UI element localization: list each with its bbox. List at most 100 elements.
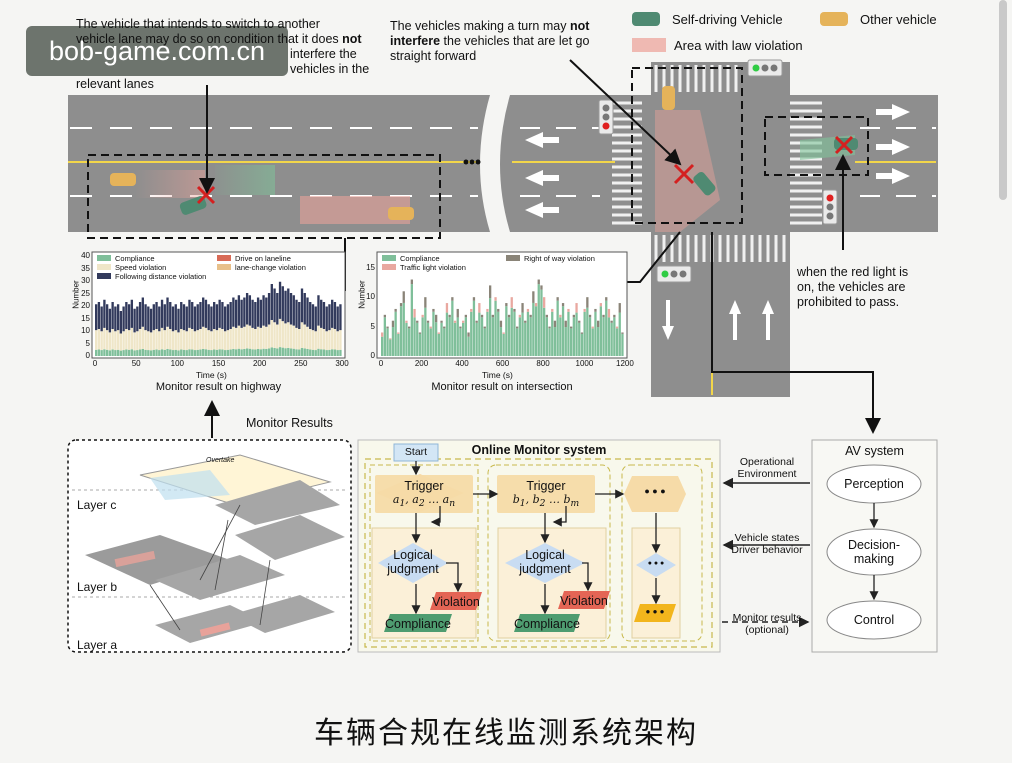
highway-bar-following bbox=[125, 302, 128, 329]
intersection-bar-compliance bbox=[464, 317, 467, 356]
intersection-bar-compliance bbox=[472, 300, 476, 356]
intersection-xtick: 1200 bbox=[616, 359, 634, 368]
legend-self-driving-swatch bbox=[632, 12, 660, 26]
intersection-bar-compliance bbox=[467, 336, 470, 356]
intersection-bar-violation bbox=[489, 285, 492, 299]
highway-bar-compliance bbox=[155, 349, 158, 356]
intersection-bar-violation bbox=[507, 314, 511, 318]
intersection-bar-violation bbox=[534, 303, 538, 307]
intersection-bar-violation bbox=[410, 279, 413, 285]
intersection-bar-compliance bbox=[580, 333, 584, 356]
highway-bar-speed bbox=[256, 326, 260, 349]
highway-bar-compliance bbox=[116, 349, 120, 356]
highway-bar-speed bbox=[226, 330, 230, 350]
highway-bar-speed bbox=[245, 324, 249, 349]
online-monitor-box bbox=[357, 439, 721, 653]
highway-bar-compliance bbox=[245, 348, 249, 356]
highway-bar-compliance bbox=[166, 348, 169, 356]
intersection-bar-violation bbox=[467, 332, 470, 337]
highway-bar-speed bbox=[116, 330, 120, 350]
highway-bar-compliance bbox=[125, 349, 128, 356]
judgment-ellipsis: ● ● ● bbox=[647, 560, 665, 567]
highway-bar-following bbox=[169, 302, 172, 329]
highway-bar-compliance bbox=[298, 349, 301, 356]
highway-bar-speed bbox=[265, 326, 268, 349]
highway-bar-compliance bbox=[133, 350, 136, 356]
intersection-bar-violation bbox=[602, 314, 605, 318]
highway-bar-speed bbox=[188, 327, 191, 350]
layer-panel bbox=[67, 439, 352, 653]
highway-bar-following bbox=[215, 304, 219, 331]
highway-bar-compliance bbox=[218, 349, 221, 356]
intersection-bar-violation bbox=[505, 303, 508, 307]
intersection-bar-violation bbox=[605, 297, 608, 301]
intersection-bar-violation bbox=[453, 320, 457, 323]
highway-bar-following bbox=[306, 297, 309, 327]
highway-bar-compliance bbox=[331, 349, 334, 356]
intersection-bar-compliance bbox=[615, 328, 619, 356]
highway-bar-compliance bbox=[300, 347, 304, 356]
highway-bar-following bbox=[174, 304, 177, 331]
intersection-xtick: 1000 bbox=[575, 359, 594, 368]
intersection-bar-compliance bbox=[410, 284, 413, 356]
highway-bar-compliance bbox=[309, 349, 312, 356]
intersection-bar-violation bbox=[567, 308, 570, 312]
highway-bar-speed bbox=[331, 327, 334, 350]
highway-bar-following bbox=[122, 306, 125, 332]
highway-bar-compliance bbox=[202, 348, 205, 356]
highway-bar-compliance bbox=[158, 350, 161, 356]
highway-bars bbox=[95, 281, 342, 356]
intersection-bar-violation bbox=[502, 332, 505, 334]
highway-bar-compliance bbox=[207, 349, 210, 356]
highway-bar-speed bbox=[339, 330, 342, 350]
highway-bar-compliance bbox=[292, 348, 295, 356]
highway-bar-speed bbox=[202, 326, 205, 349]
highway-bar-following bbox=[262, 295, 265, 326]
intersection-bar-compliance bbox=[532, 302, 535, 356]
highway-bar-following bbox=[311, 304, 315, 331]
intersection-bar-compliance bbox=[399, 306, 403, 356]
highway-bar-speed bbox=[191, 329, 194, 350]
highway-bar-speed bbox=[281, 321, 284, 348]
highway-bar-compliance bbox=[284, 348, 287, 356]
highway-bar-following bbox=[328, 304, 331, 331]
note-line: vehicle lane may do so on condition that… bbox=[76, 32, 339, 46]
highway-bar-compliance bbox=[267, 348, 271, 356]
decision-making-node: Decision-making bbox=[847, 538, 901, 566]
highway-bar-following bbox=[136, 306, 139, 332]
highway-bar-following bbox=[300, 288, 304, 323]
highway-bar-compliance bbox=[204, 349, 208, 356]
highway-bar-following bbox=[114, 306, 117, 332]
highway-bar-speed bbox=[152, 330, 155, 350]
intersection-bar-compliance bbox=[502, 333, 505, 356]
note-emphasis: not bbox=[569, 19, 590, 33]
lane-arrows bbox=[525, 104, 910, 340]
intersection-bar-compliance bbox=[534, 306, 538, 356]
intersection-bar-violation bbox=[621, 332, 624, 334]
highway-bar-following bbox=[155, 302, 158, 329]
highway-bar-following bbox=[103, 299, 106, 328]
intersection-bar-violation bbox=[564, 320, 567, 328]
highway-bar-compliance bbox=[171, 350, 175, 356]
highway-bar-compliance bbox=[314, 350, 317, 356]
intersection-bar-violation bbox=[583, 308, 586, 312]
highway-ytick: 35 bbox=[81, 263, 90, 273]
highway-ytick: 20 bbox=[81, 301, 90, 310]
highway-bar-speed bbox=[300, 322, 304, 348]
other-vehicle-icon bbox=[388, 207, 414, 220]
highway-bar-speed bbox=[248, 325, 252, 349]
highway-bar-following bbox=[111, 302, 114, 329]
highway-bar-following bbox=[287, 288, 290, 323]
highway-bar-speed bbox=[182, 330, 186, 350]
intersection-bar-violation bbox=[426, 320, 430, 323]
scrollbar[interactable] bbox=[999, 0, 1007, 200]
intersection-bar-compliance bbox=[491, 317, 494, 356]
highway-bar-compliance bbox=[177, 350, 180, 356]
highway-bar-following bbox=[240, 299, 243, 328]
intersection-bar-violation bbox=[526, 308, 530, 312]
highway-bar-following bbox=[289, 293, 293, 325]
highway-bar-following bbox=[182, 304, 186, 331]
highway-bar-following bbox=[256, 297, 260, 327]
highway-bar-following bbox=[191, 302, 194, 329]
